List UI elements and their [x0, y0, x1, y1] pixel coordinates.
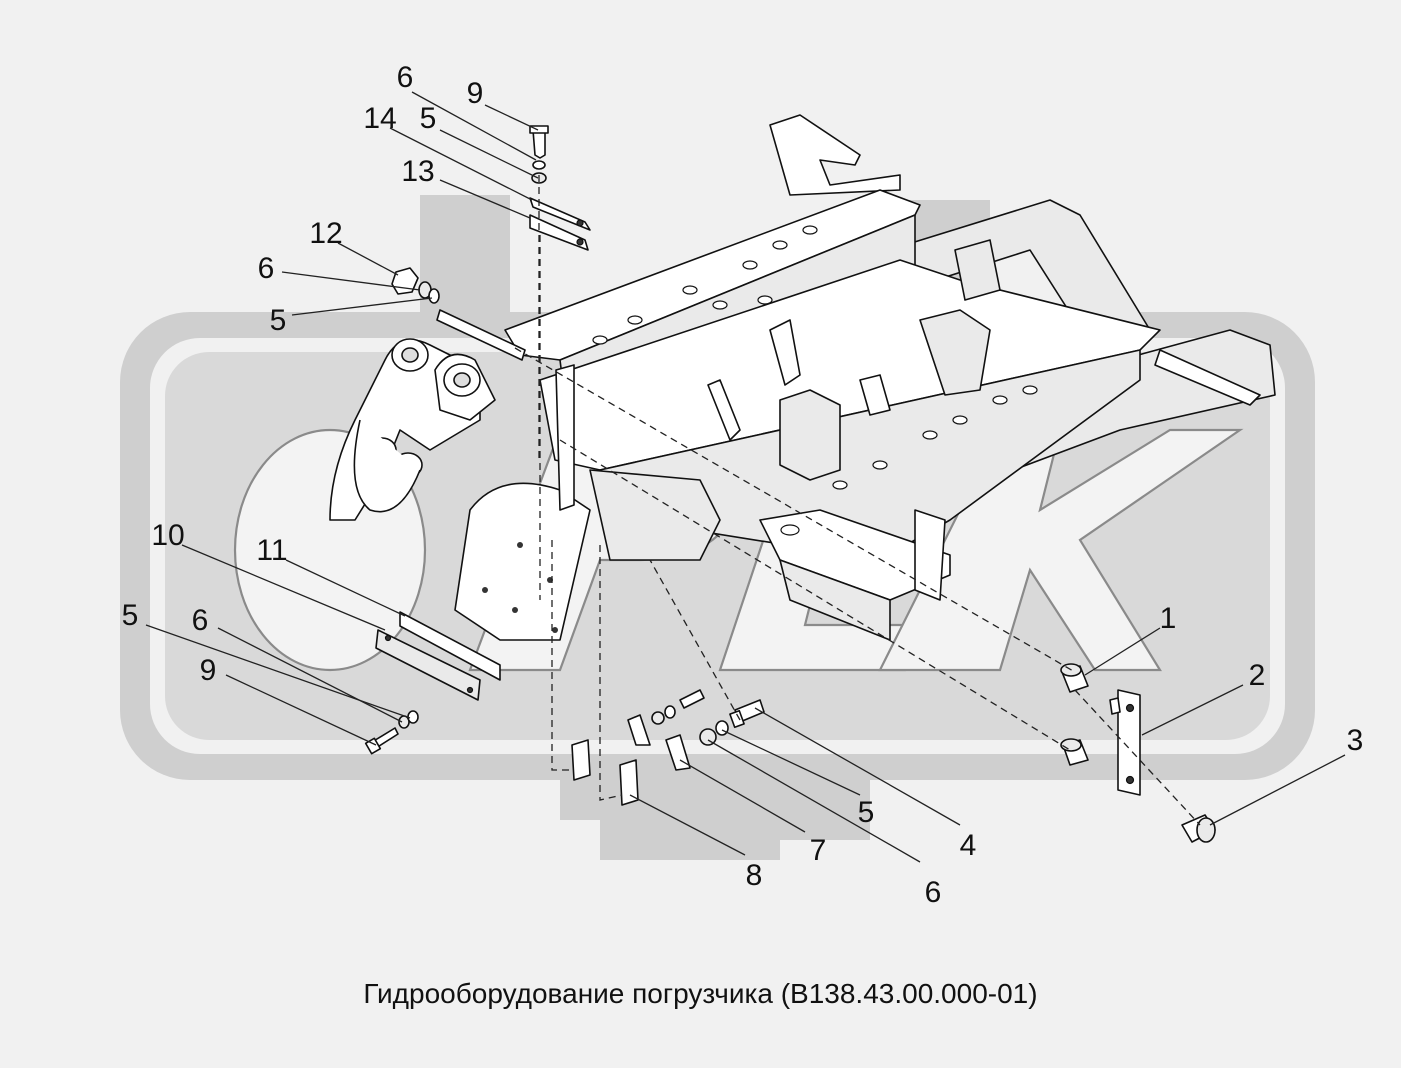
- callout-labels: 6 9 14 5 13 12 6 5 10 11 5 6 9 1 2 3 5 4…: [122, 61, 1364, 909]
- left-lower-body: [454, 482, 591, 641]
- callout-10: 10: [151, 519, 184, 552]
- front-mount-tab: [1154, 349, 1261, 406]
- assembly-axes: [514, 175, 1201, 826]
- mid-box-1: [779, 389, 841, 481]
- callout-11: 11: [256, 534, 287, 567]
- arm-bracket: [329, 338, 496, 521]
- plate-8: [619, 759, 639, 806]
- plate-10: [375, 629, 481, 701]
- callout-5-left: 5: [270, 304, 287, 337]
- rear-bracket-top: [769, 114, 901, 196]
- callout-6-top: 6: [397, 61, 414, 94]
- callout-12: 12: [309, 217, 342, 250]
- callout-6-lower: 6: [192, 604, 209, 637]
- bar-2: [1117, 689, 1141, 796]
- callout-2: 2: [1249, 659, 1266, 692]
- main-frame: [454, 114, 1276, 641]
- strip-14: [529, 197, 591, 231]
- left-lower-flange: [589, 469, 721, 561]
- callout-3: 3: [1347, 724, 1364, 757]
- callout-4: 4: [960, 829, 977, 862]
- hose-loop: [353, 419, 421, 513]
- nut-12: [391, 267, 419, 295]
- callout-13: 13: [401, 155, 434, 188]
- vertical-bracket-left: [555, 364, 575, 511]
- small-pin: [1109, 697, 1121, 715]
- clamp-bracket: [707, 379, 741, 441]
- plate-8-left: [571, 739, 591, 781]
- callout-6-right: 6: [925, 876, 942, 909]
- callout-5-lower: 5: [122, 599, 139, 632]
- bolt-9-top: [532, 129, 546, 159]
- lower-mid-parts: [571, 689, 765, 806]
- plate-11: [399, 611, 501, 681]
- mid-box-2: [919, 309, 991, 396]
- callout-8: 8: [746, 859, 763, 892]
- callout-6-left: 6: [258, 252, 275, 285]
- strip-plate-upper: [436, 309, 526, 361]
- right-side-parts: [1060, 663, 1216, 843]
- rear-box: [954, 239, 1001, 301]
- clamp-bracket-2: [769, 319, 801, 386]
- callout-9-lower: 9: [200, 654, 217, 687]
- callout-14: 14: [363, 102, 396, 135]
- callout-5-right: 5: [858, 796, 875, 829]
- bolt-upper-mid: [679, 689, 705, 709]
- leader-lines: [145, 91, 1346, 863]
- callout-1: 1: [1160, 602, 1177, 635]
- callout-9-top: 9: [467, 77, 484, 110]
- strip-13: [529, 214, 589, 251]
- drawing-caption: Гидрооборудование погрузчика (В138.43.00…: [363, 978, 1038, 1009]
- callout-7: 7: [810, 834, 827, 867]
- mid-block: [859, 374, 891, 416]
- lower-beam-holes: [832, 385, 1038, 490]
- vertical-bracket-right: [914, 509, 946, 601]
- clamp-7-upper: [627, 714, 651, 746]
- upper-plate-holes: [592, 225, 818, 345]
- callout-5-top: 5: [420, 102, 437, 135]
- clamp-7: [665, 734, 691, 771]
